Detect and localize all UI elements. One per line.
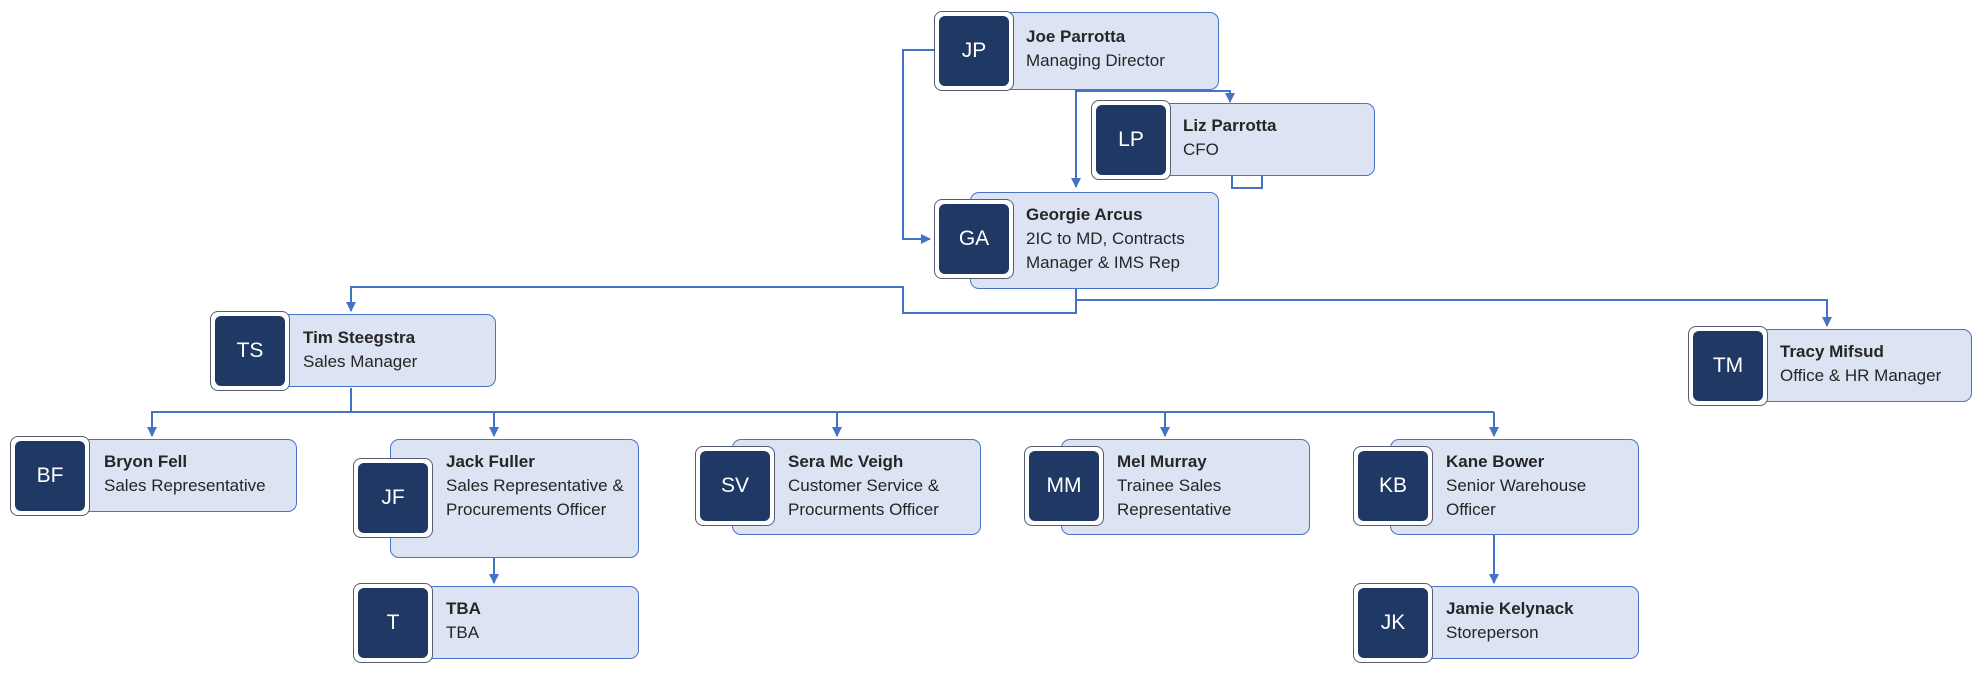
person-title: Sales Representative [104,476,266,495]
person-title: CFO [1183,140,1219,159]
avatar-initials: MM [1029,451,1099,521]
connector-ga-to-ts [346,286,1077,314]
avatar: BF [10,436,90,516]
person-name: Sera Mc Veigh [788,452,904,471]
person-title: Customer Service & Procurments Officer [788,476,940,519]
avatar: T [353,583,433,663]
person-name: Joe Parrotta [1026,27,1126,46]
org-text: Jamie Kelynack Storeperson [1446,597,1631,645]
org-text: TBA TBA [446,597,631,645]
org-node-jf: JF Jack Fuller Sales Representative & Pr… [353,439,639,558]
person-name: TBA [446,599,481,618]
avatar: MM [1024,446,1104,526]
org-text: Georgie Arcus 2IC to MD, Contracts Manag… [1026,203,1211,275]
avatar: TS [210,311,290,391]
connector-jp-to-ga-bracket [902,49,934,244]
org-node-jp: JP Joe Parrotta Managing Director [934,11,1219,91]
avatar-initials: JK [1358,588,1428,658]
person-title: Sales Manager [303,352,418,371]
person-title: Office & HR Manager [1780,366,1942,385]
avatar-initials: TS [215,316,285,386]
person-name: Mel Murray [1117,452,1207,471]
avatar-initials: JP [939,16,1009,86]
person-title: Sales Representative & Procurements Offi… [446,476,624,519]
connector-ts-bus [350,388,1494,413]
avatar: SV [695,446,775,526]
person-title: 2IC to MD, Contracts Manager & IMS Rep [1026,229,1185,272]
connector-ga-to-tm [1076,299,1832,327]
org-node-ga: GA Georgie Arcus 2IC to MD, Contracts Ma… [934,192,1219,289]
org-text: Sera Mc Veigh Customer Service & Procurm… [788,450,973,522]
org-node-bf: BF Bryon Fell Sales Representative [10,436,297,516]
avatar-initials: BF [15,441,85,511]
person-title: Senior Warehouse Officer [1446,476,1587,519]
person-name: Georgie Arcus [1026,205,1143,224]
avatar: JF [353,458,433,538]
connector-lp-loop [1231,174,1263,189]
org-text: Liz Parrotta CFO [1183,114,1368,162]
org-text: Joe Parrotta Managing Director [1026,25,1211,73]
org-text: Bryon Fell Sales Representative [104,450,289,498]
avatar-initials: SV [700,451,770,521]
org-text: Tracy Mifsud Office & HR Manager [1780,340,1965,388]
person-name: Jack Fuller [446,452,535,471]
person-title: Storeperson [1446,623,1539,642]
org-node-tm: TM Tracy Mifsud Office & HR Manager [1688,326,1972,406]
person-name: Tracy Mifsud [1780,342,1884,361]
avatar-initials: JF [358,463,428,533]
avatar-initials: T [358,588,428,658]
person-name: Bryon Fell [104,452,188,471]
org-node-mm: MM Mel Murray Trainee Sales Representati… [1024,439,1310,535]
person-name: Jamie Kelynack [1446,599,1574,618]
person-title: Trainee Sales Representative [1117,476,1232,519]
org-text: Jack Fuller Sales Representative & Procu… [446,450,631,522]
avatar: LP [1091,100,1171,180]
avatar-initials: GA [939,204,1009,274]
org-node-ts: TS Tim Steegstra Sales Manager [210,311,496,391]
org-text: Tim Steegstra Sales Manager [303,326,488,374]
avatar: KB [1353,446,1433,526]
avatar: JK [1353,583,1433,663]
org-text: Mel Murray Trainee Sales Representative [1117,450,1302,522]
org-node-t: T TBA TBA [353,583,639,663]
connector-ts-to-bf [147,411,351,437]
person-name: Liz Parrotta [1183,116,1277,135]
org-text: Kane Bower Senior Warehouse Officer [1446,450,1631,522]
avatar: JP [934,11,1014,91]
person-name: Kane Bower [1446,452,1545,471]
avatar-initials: TM [1693,331,1763,401]
org-node-kb: KB Kane Bower Senior Warehouse Officer [1353,439,1639,535]
person-title: Managing Director [1026,51,1165,70]
org-node-jk: JK Jamie Kelynack Storeperson [1353,583,1639,663]
org-node-lp: LP Liz Parrotta CFO [1091,100,1375,180]
avatar-initials: KB [1358,451,1428,521]
avatar: TM [1688,326,1768,406]
avatar: GA [934,199,1014,279]
avatar-initials: LP [1096,105,1166,175]
org-node-sv: SV Sera Mc Veigh Customer Service & Proc… [695,439,981,535]
person-title: TBA [446,623,480,642]
person-name: Tim Steegstra [303,328,416,347]
